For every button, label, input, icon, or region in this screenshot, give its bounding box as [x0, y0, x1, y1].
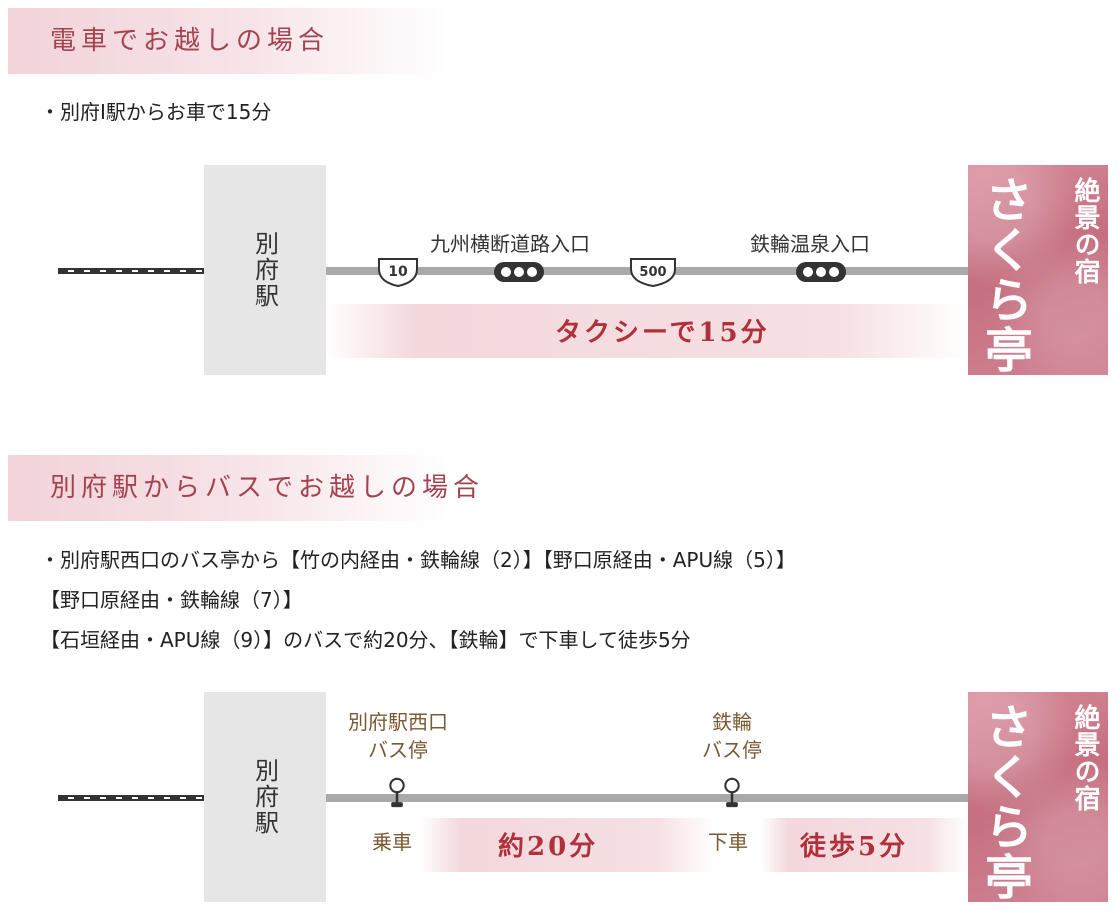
train-heading-text: 電車でお越しの場合: [50, 26, 330, 56]
bus-heading-text: 別府駅からバスでお越しの場合: [50, 473, 485, 503]
logo-main-text: さくら亭: [976, 175, 1032, 375]
stop1-type: バス停: [368, 738, 428, 762]
stop2-type: バス停: [702, 738, 762, 762]
traffic-signal-icon: [494, 262, 544, 282]
station-label: 別府駅: [250, 758, 279, 836]
bus-time-band: [420, 818, 715, 872]
railway-track: [58, 268, 204, 274]
beppu-station-box: 別府駅: [204, 692, 326, 902]
alight-label: 下車: [708, 830, 748, 854]
logo-sub-text: 絶景の宿: [1070, 704, 1100, 812]
traffic-signal-icon: [796, 262, 846, 282]
bus-directions-line1: ・別府駅西口のバス亭から【竹の内経由・鉄輪線（2）】【野口原経由・APU線（5）…: [40, 548, 796, 572]
bus-time-text: 約20分: [498, 832, 599, 862]
bus-directions-line3: 【石垣経由・APU線（9）】のバスで約20分、【鉄輪】で下車して徒歩5分: [40, 628, 691, 652]
train-section-heading: 電車でお越しの場合: [8, 8, 448, 74]
stop2-name: 鉄輪: [712, 710, 752, 734]
taxi-time-band: [326, 304, 968, 358]
stop2-label: 鉄輪 バス停: [692, 708, 772, 764]
board-label: 乗車: [372, 830, 412, 854]
route-10-shield-icon: 10: [378, 258, 418, 288]
walk-time-band: [760, 818, 968, 872]
route-500-shield-icon: 500: [630, 258, 676, 288]
beppu-station-box: 別府駅: [204, 165, 326, 375]
route-10-number: 10: [388, 264, 408, 280]
sakuratei-logo: さくら亭 絶景の宿: [968, 165, 1108, 375]
taxi-time-text: タクシーで15分: [555, 318, 770, 348]
bus-directions-line2: 【野口原経由・鉄輪線（7）】: [40, 588, 303, 612]
sakuratei-logo: さくら亭 絶景の宿: [968, 692, 1108, 902]
bus-section-heading: 別府駅からバスでお越しの場合: [8, 455, 479, 521]
stop1-label: 別府駅西口 バス停: [338, 708, 458, 764]
junction-label-kyushu: 九州横断道路入口: [430, 232, 590, 256]
stop1-name: 別府駅西口: [348, 710, 448, 734]
road-line: [326, 794, 968, 802]
junction-label-kannawa: 鉄輪温泉入口: [750, 232, 870, 256]
bus-stop-icon: [389, 777, 405, 808]
railway-track: [58, 795, 204, 801]
bus-stop-icon: [724, 777, 740, 808]
logo-main-text: さくら亭: [976, 702, 1032, 902]
walk-time-text: 徒歩5分: [800, 832, 909, 862]
route-500-number: 500: [639, 265, 666, 280]
logo-sub-text: 絶景の宿: [1070, 177, 1100, 285]
station-label: 別府駅: [250, 231, 279, 309]
train-directions-text: ・別府I駅からお車で15分: [40, 100, 272, 124]
